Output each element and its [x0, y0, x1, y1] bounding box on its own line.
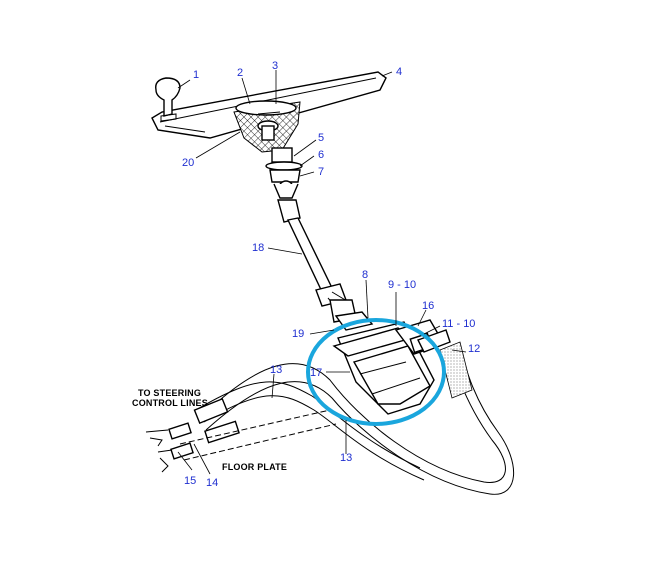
callout-14: 14: [206, 477, 218, 489]
callout-18: 18: [252, 242, 264, 254]
callout-11-10: 11 - 10: [442, 318, 475, 330]
callout-15: 15: [184, 475, 196, 487]
steering-hub: [233, 100, 301, 153]
callout-13-bottom: 13: [340, 452, 352, 464]
callout-20: 20: [182, 157, 194, 169]
callout-6: 6: [318, 149, 324, 161]
callout-4: 4: [396, 66, 402, 78]
upper-column: [265, 147, 303, 199]
steering-control-unit: [332, 319, 451, 415]
callout-2: 2: [237, 67, 243, 79]
callout-19: 19: [292, 328, 304, 340]
callout-9-10: 9 - 10: [388, 279, 416, 291]
callout-8: 8: [362, 269, 368, 281]
captions: TO STEERING CONTROL LINES FLOOR PLATE: [132, 388, 287, 472]
caption-to-steering: TO STEERING: [138, 388, 201, 398]
floor-plate: [179, 409, 337, 461]
hose-fittings: [145, 397, 240, 473]
highlight-ring: [306, 318, 446, 426]
callout-13-top: 13: [270, 364, 282, 376]
leader-lines: [177, 70, 467, 475]
callout-5: 5: [318, 132, 324, 144]
spinner-knob: [155, 77, 181, 122]
steering-shaft: [277, 199, 353, 313]
callout-17: 17: [310, 367, 322, 379]
callout-12: 12: [468, 343, 480, 355]
hydraulic-hoses: [195, 341, 515, 495]
caption-control-lines: CONTROL LINES: [132, 398, 208, 408]
callout-16: 16: [422, 300, 434, 312]
callout-1: 1: [193, 69, 199, 81]
callout-7: 7: [318, 166, 324, 178]
callout-3: 3: [272, 60, 278, 72]
caption-floor-plate: FLOOR PLATE: [222, 462, 287, 472]
callout-labels: 1 2 3 4 20 5 6 7 18 8 9 - 10 16 11 - 10 …: [182, 60, 480, 489]
